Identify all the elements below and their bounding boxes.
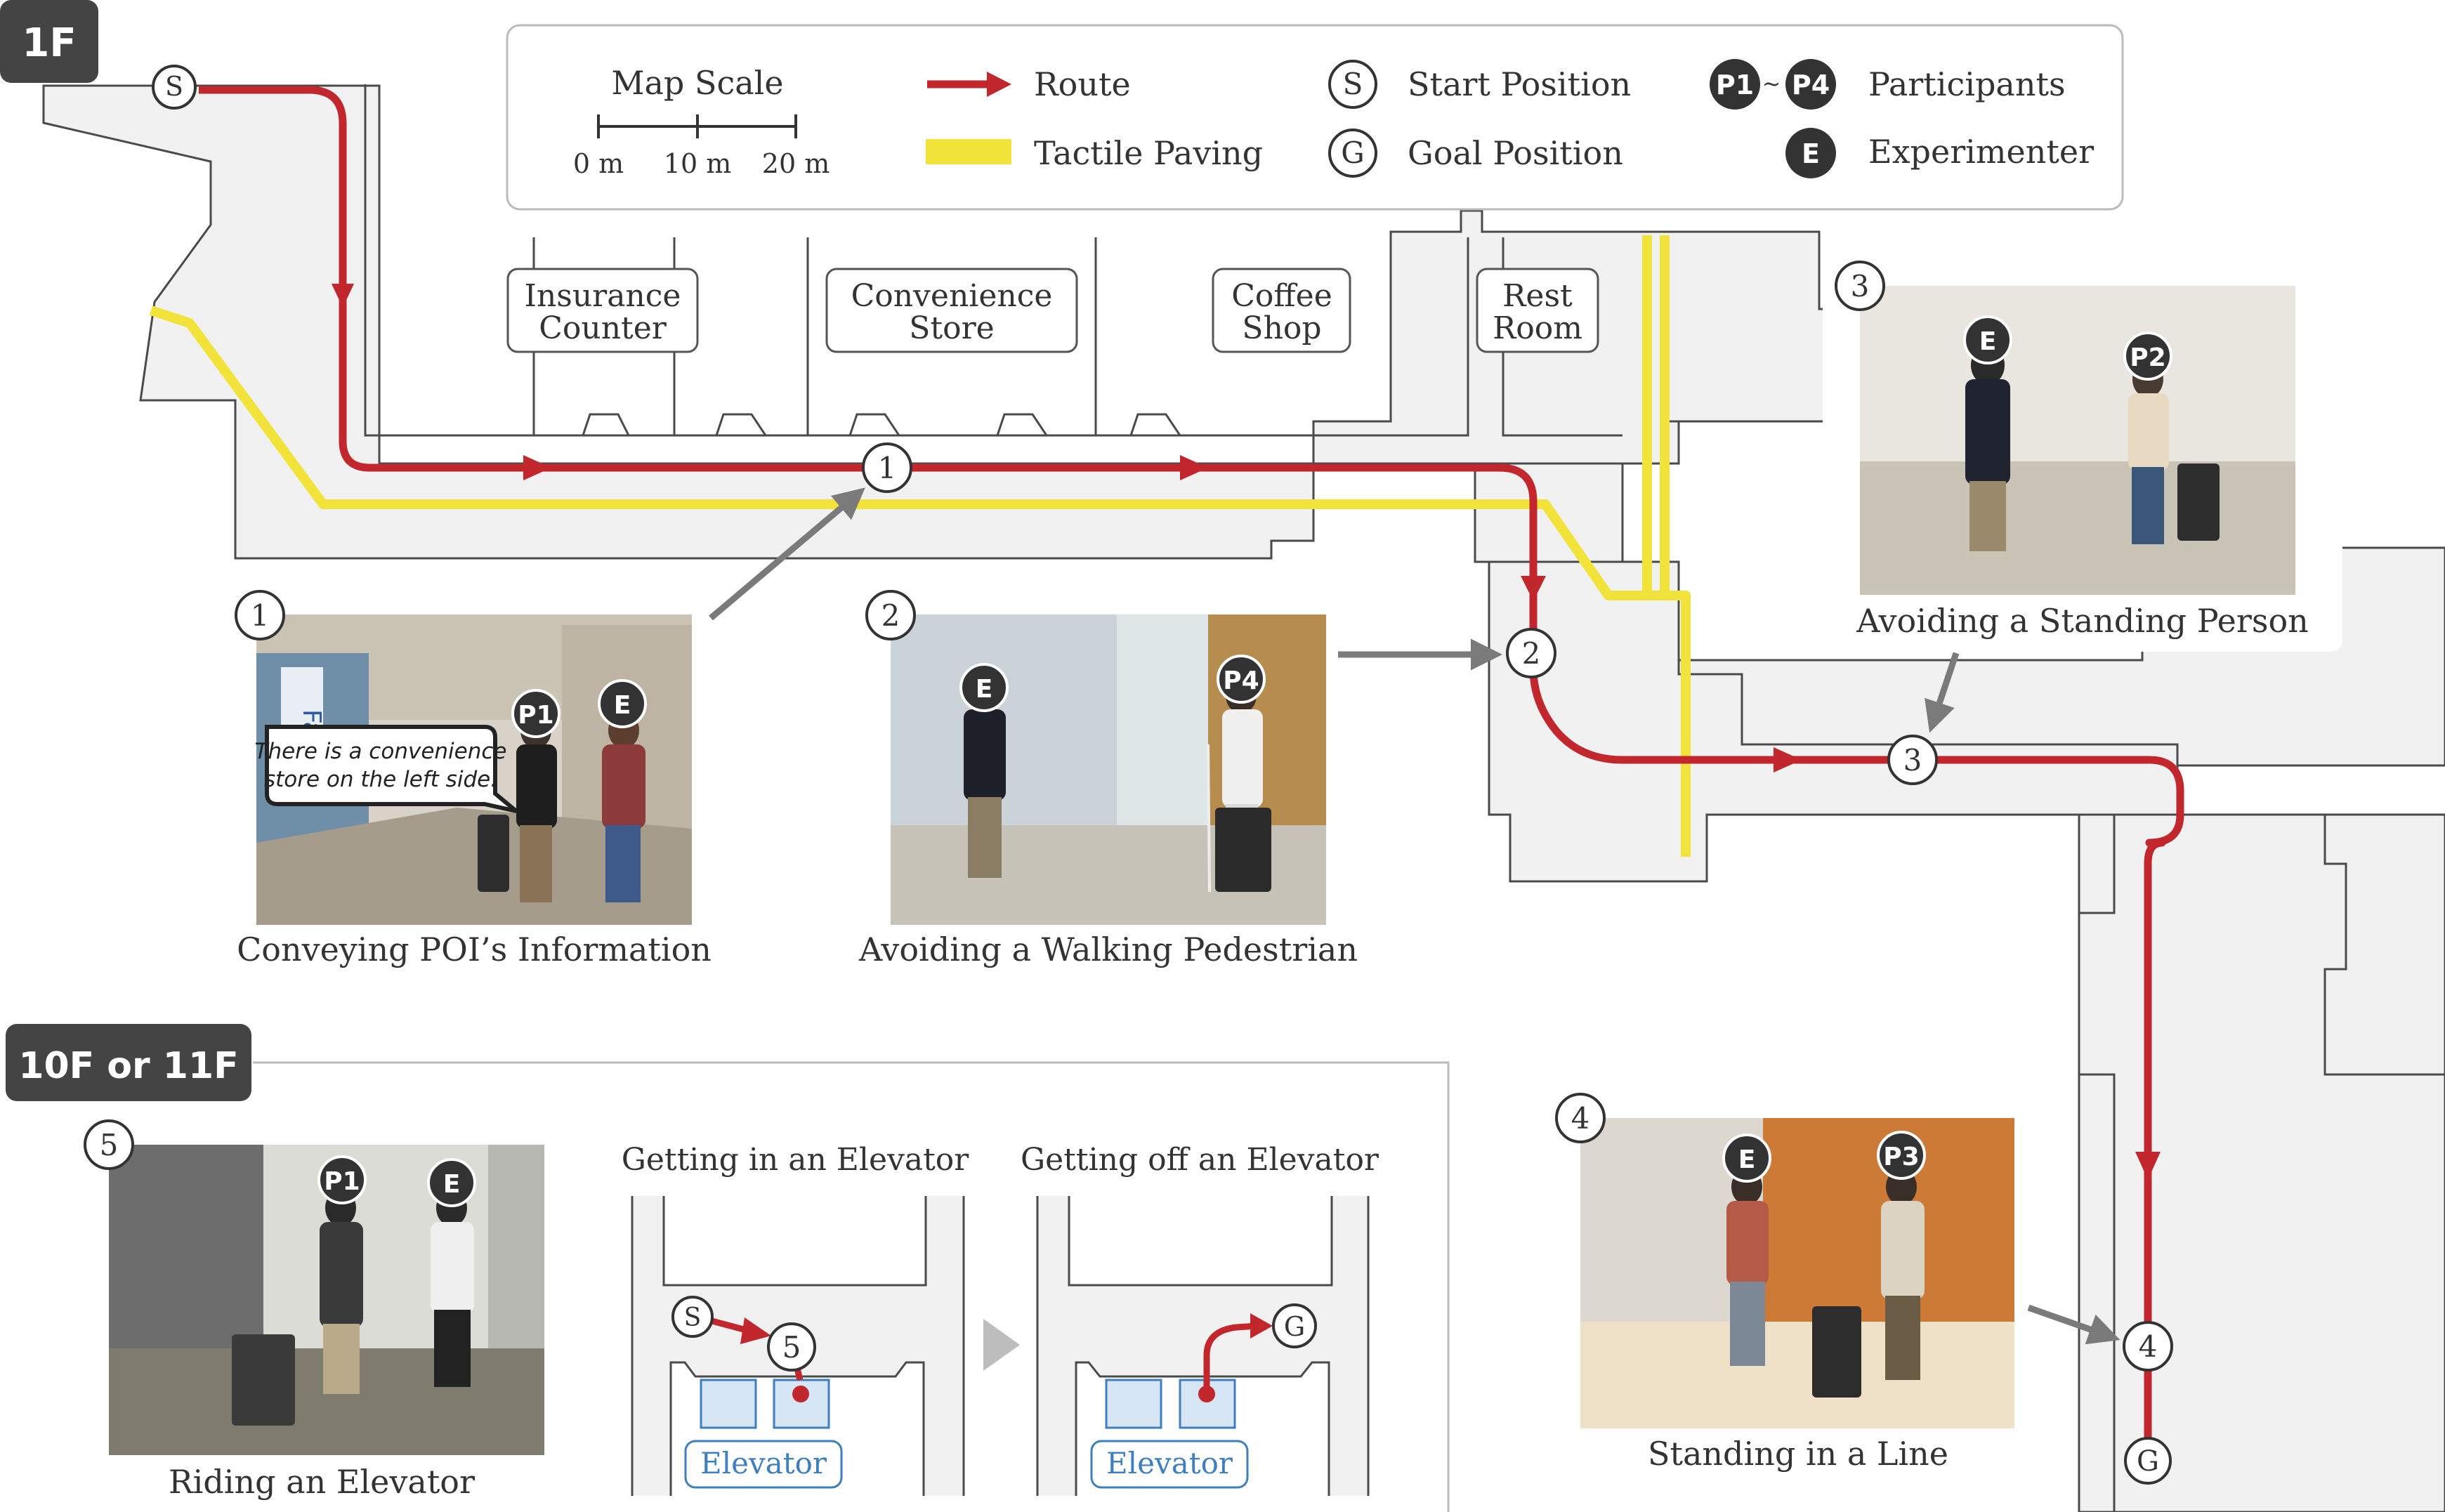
- svg-text:Insurance: Insurance: [525, 278, 681, 314]
- legend-tactile-label: Tactile Paving: [1034, 134, 1263, 172]
- map-scale-title: Map Scale: [611, 64, 783, 102]
- svg-text:Elevator: Elevator: [1106, 1446, 1233, 1480]
- svg-text:3: 3: [1851, 269, 1870, 303]
- scene-1: Fami There is a convenience store on the…: [235, 590, 712, 968]
- scene-4-caption: Standing in a Line: [1648, 1435, 1948, 1473]
- poi-convenience-store: Convenience Store: [825, 268, 1078, 353]
- scene-4: E P3 4 Standing in a Line: [1555, 1093, 2014, 1473]
- svg-text:P3: P3: [1883, 1143, 1919, 1171]
- route-marker-2: 2: [1506, 628, 1556, 678]
- floor-tag-upper: 10F or 11F: [18, 1045, 238, 1087]
- svg-text:20 m: 20 m: [762, 148, 830, 179]
- start-symbol: S: [165, 71, 183, 102]
- legend-box: Map Scale 0 m 10 m 20 m Route Tactile Pa…: [506, 24, 2124, 211]
- route-path: [199, 86, 2184, 1447]
- marker-1-label: 1: [878, 451, 897, 485]
- right-corridor-floor: [2078, 813, 2445, 1512]
- scene-2-caption: Avoiding a Walking Pedestrian: [858, 931, 1358, 968]
- svg-text:There is a convenience: There is a convenience: [255, 739, 507, 764]
- legend-goal-label: Goal Position: [1408, 134, 1623, 172]
- marker-4-label: 4: [2139, 1329, 2158, 1364]
- route-marker-goal: G: [2124, 1437, 2172, 1485]
- svg-text:E: E: [443, 1170, 461, 1199]
- route-marker-1: 1: [862, 442, 912, 493]
- svg-text:Elevator: Elevator: [700, 1446, 827, 1480]
- poi-coffee-shop: Coffee Shop: [1212, 268, 1351, 353]
- svg-text:Shop: Shop: [1242, 310, 1321, 346]
- getting-in-title: Getting in an Elevator: [622, 1142, 970, 1178]
- svg-text:E: E: [1802, 138, 1820, 169]
- route-marker-start: S: [152, 65, 197, 110]
- scene-2-people: [964, 677, 1271, 893]
- scene-5-caption: Riding an Elevator: [169, 1463, 475, 1501]
- scene-3: E P2 3 Avoiding a Standing Person: [1823, 261, 2342, 652]
- legend-participants-label: Participants: [1868, 65, 2066, 103]
- getting-off-title: Getting off an Elevator: [1021, 1142, 1379, 1178]
- poi-rest-room: Rest Room: [1476, 268, 1599, 353]
- svg-text:1: 1: [251, 598, 270, 633]
- svg-text:E: E: [1979, 327, 1997, 356]
- svg-text:5: 5: [782, 1330, 801, 1365]
- elevator-panel-getting-in: Getting in an Elevator Elevator S 5: [622, 1142, 970, 1496]
- svg-text:Room: Room: [1493, 310, 1582, 346]
- svg-text:S: S: [1343, 67, 1363, 101]
- svg-text:E: E: [1738, 1145, 1756, 1174]
- svg-text:2: 2: [881, 598, 900, 633]
- svg-text:4: 4: [1571, 1101, 1590, 1136]
- goal-symbol: G: [2137, 1445, 2159, 1478]
- svg-text:Convenience: Convenience: [851, 278, 1053, 314]
- svg-text:10 m: 10 m: [664, 148, 731, 179]
- svg-text:P1: P1: [518, 701, 553, 730]
- svg-text:P2: P2: [2130, 343, 2165, 372]
- scene-5: P1 E 5 Riding an Elevator: [84, 1119, 544, 1501]
- svg-text:G: G: [1341, 136, 1365, 170]
- map-scale-bar: [597, 114, 797, 138]
- svg-text:G: G: [1284, 1311, 1305, 1342]
- route-marker-3: 3: [1887, 735, 1938, 785]
- scene-3-caption: Avoiding a Standing Person: [1856, 602, 2309, 640]
- elevator-panel-getting-off: Getting off an Elevator Elevator G: [1021, 1142, 1379, 1496]
- svg-text:P4: P4: [1792, 70, 1830, 100]
- upper-floor-panel: 10F or 11F: [6, 1024, 1450, 1512]
- scene-1-people: [478, 712, 645, 902]
- svg-text:Store: Store: [909, 310, 994, 346]
- svg-text:store on the left side.: store on the left side.: [264, 767, 497, 792]
- legend-tactile-swatch: [926, 139, 1011, 164]
- svg-text:~: ~: [1762, 70, 1781, 97]
- speech-bubble: There is a convenience store on the left…: [255, 725, 518, 813]
- svg-text:P4: P4: [1223, 666, 1259, 695]
- svg-text:S: S: [684, 1303, 702, 1332]
- marker-2-label: 2: [1522, 636, 1541, 671]
- legend-start-label: Start Position: [1408, 65, 1631, 103]
- svg-text:P1: P1: [324, 1167, 360, 1196]
- svg-text:1F: 1F: [22, 20, 76, 66]
- legend-experimenter-label: Experimenter: [1868, 133, 2094, 171]
- connector-arrows: [709, 487, 2120, 1345]
- route-marker-4: 4: [2123, 1321, 2173, 1372]
- scene-1-caption: Conveying POI’s Information: [237, 931, 712, 968]
- tactile-paving-path: [149, 235, 1691, 857]
- scene-5-people: [232, 1190, 474, 1426]
- svg-text:0 m: 0 m: [573, 148, 624, 179]
- svg-text:P1: P1: [1716, 70, 1754, 100]
- marker-3-label: 3: [1903, 743, 1922, 777]
- svg-text:Rest: Rest: [1502, 278, 1573, 314]
- svg-text:E: E: [614, 691, 631, 720]
- scene-2: E P4 2 Avoiding a Walking Pedestrian: [858, 590, 1358, 968]
- svg-text:E: E: [976, 675, 993, 704]
- floor-tag-1f: 1F: [0, 0, 98, 83]
- legend-route-label: Route: [1034, 65, 1131, 103]
- svg-text:Counter: Counter: [539, 310, 667, 346]
- panel-transition-arrow: [983, 1319, 1020, 1371]
- svg-text:5: 5: [100, 1128, 119, 1162]
- poi-insurance-counter: Insurance Counter: [506, 268, 699, 353]
- svg-text:Coffee: Coffee: [1231, 278, 1332, 314]
